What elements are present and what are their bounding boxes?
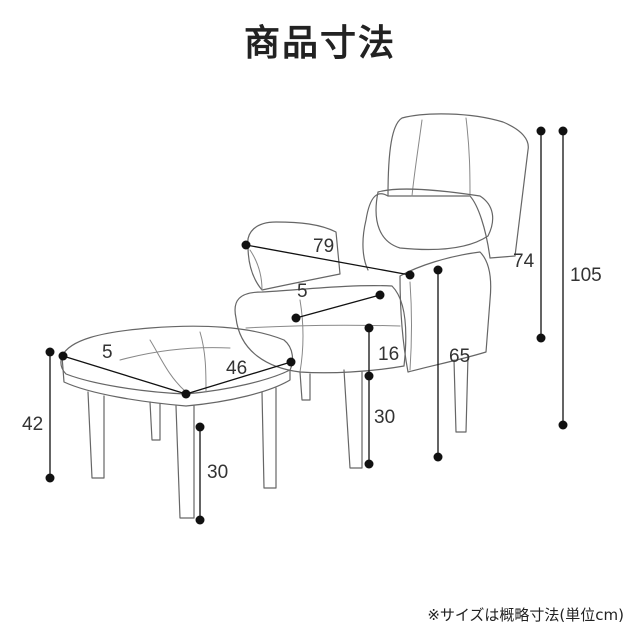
label-chair-arm-height: 65 — [449, 346, 470, 367]
label-chair-seat-thickness: 16 — [378, 344, 399, 365]
label-ottoman-depth: 5 — [102, 342, 113, 363]
label-chair-arm-width: 5 — [297, 281, 308, 302]
unit-note: ※サイズは概略寸法(単位cm) — [427, 606, 624, 624]
chair-pillow — [375, 188, 494, 251]
label-chair-back-height: 74 — [513, 251, 535, 272]
label-ottoman-leg-height: 30 — [207, 462, 228, 483]
chair-back — [387, 113, 529, 259]
armchair — [234, 113, 529, 469]
dimension-lines — [45, 126, 568, 525]
chair-leg-back — [453, 355, 469, 433]
ottoman-leg-left — [87, 391, 105, 479]
chair-seat — [234, 285, 407, 374]
dimension-labels: 79 5 74 105 65 16 30 5 46 42 30 — [22, 236, 602, 483]
chair-right-arm — [399, 251, 492, 373]
page-title: 商品寸法 — [243, 23, 396, 64]
ottoman-leg-right — [261, 387, 277, 489]
label-ottoman-width: 46 — [226, 358, 247, 379]
ottoman-leg-front — [175, 405, 195, 519]
label-chair-seat-height: 30 — [374, 407, 395, 428]
chair-wing — [362, 193, 389, 271]
chair-left-arm — [247, 221, 341, 291]
ottoman — [60, 325, 294, 519]
ottoman-side — [61, 355, 291, 407]
chair-leg-front — [343, 369, 363, 469]
label-chair-width: 79 — [313, 236, 334, 257]
ottoman-top — [60, 325, 294, 395]
label-ottoman-height: 42 — [22, 414, 43, 435]
label-chair-total-height: 105 — [570, 265, 602, 286]
